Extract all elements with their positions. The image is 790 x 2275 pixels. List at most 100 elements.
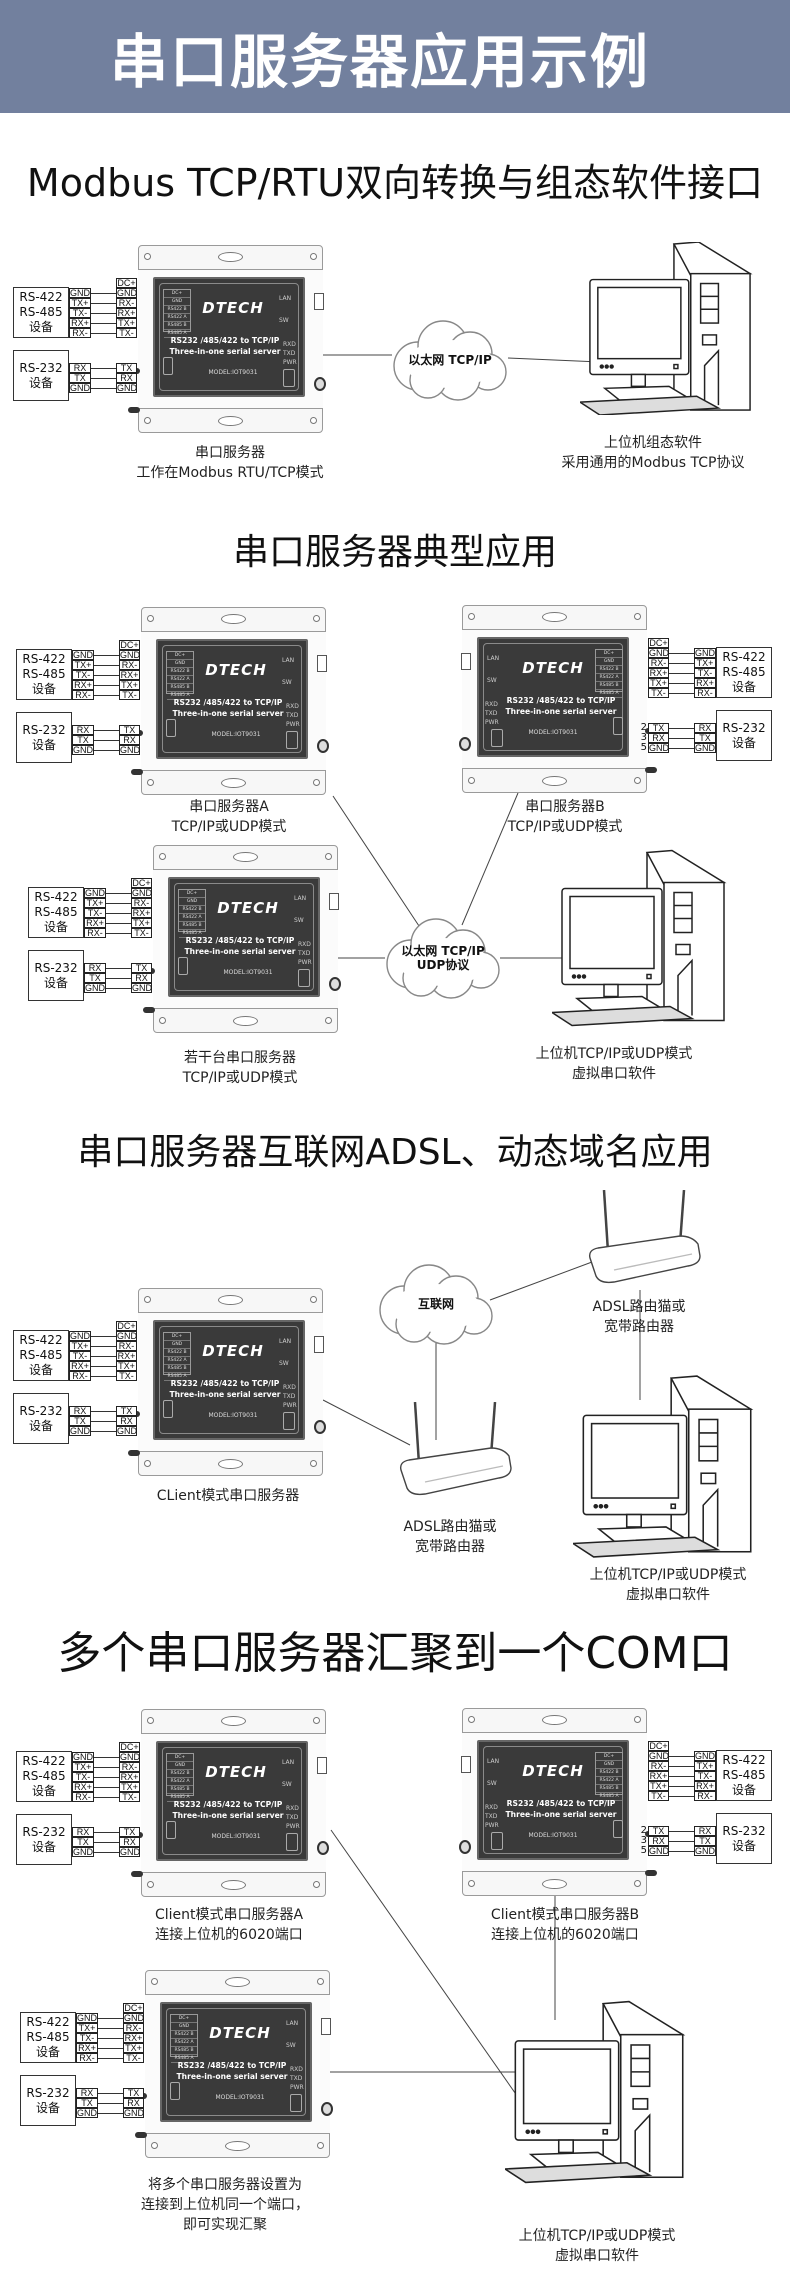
device-terminal: GND bbox=[648, 648, 669, 658]
external-terminal: TX+ bbox=[72, 660, 94, 670]
external-rs232-terminal: GND bbox=[694, 1846, 716, 1856]
caption-line: 虚拟串口软件 bbox=[555, 2248, 639, 2264]
db9-pin-number: 3 bbox=[640, 1835, 647, 1846]
device-rs232-terminal: GND bbox=[131, 983, 152, 993]
antenna-stub-icon bbox=[645, 767, 657, 773]
cloud-text: 以太网 TCP/IP bbox=[408, 353, 492, 367]
wire bbox=[669, 1786, 694, 1787]
device-rs232-terminal: RX bbox=[119, 735, 140, 745]
rs485-device-label: RS-422 bbox=[19, 1333, 63, 1347]
mount-hole-icon bbox=[634, 1716, 641, 1723]
device-terminal: TX- bbox=[131, 928, 152, 938]
external-rs232-terminal: TX bbox=[69, 1416, 91, 1426]
status-led-label: TXD bbox=[286, 712, 299, 719]
led-label-lan: LAN bbox=[294, 895, 307, 902]
keyhole-icon bbox=[218, 1459, 243, 1469]
device-rs232-terminal: TX bbox=[116, 1406, 137, 1416]
router-bottom-caption: ADSL路由猫或宽带路由器 bbox=[403, 1517, 496, 1557]
panel-terminal-label: RS485 B bbox=[596, 682, 622, 690]
mount-hole-icon bbox=[325, 853, 332, 860]
db9-pin-number: 3 bbox=[640, 732, 647, 743]
power-jack-icon bbox=[317, 739, 329, 753]
mount-hole-icon bbox=[634, 613, 641, 620]
panel-inner-border bbox=[159, 1326, 299, 1434]
panel-inner-border bbox=[159, 283, 299, 391]
rs485-device-label: 设备 bbox=[35, 2045, 60, 2059]
rs232-device-label: 设备 bbox=[35, 2100, 60, 2115]
panel-text-line1: RS232 /485/422 to TCP/IP bbox=[173, 1800, 283, 1809]
external-rs232-terminal: RX bbox=[69, 363, 91, 373]
model-label: MODEL:IOT9031 bbox=[211, 731, 261, 738]
device-terminal: TX+ bbox=[119, 1782, 140, 1792]
device-terminal: GND bbox=[131, 888, 152, 898]
keyhole-icon bbox=[542, 612, 567, 622]
external-rs232-terminal: GND bbox=[72, 1847, 94, 1857]
device-terminal: RX- bbox=[648, 658, 669, 668]
panel-terminal-label: RS485 B bbox=[179, 922, 205, 930]
panel-terminal-label: RS485 A bbox=[171, 2055, 197, 2063]
device-terminal: RX+ bbox=[131, 908, 152, 918]
panel-terminal-label: RS422 A bbox=[179, 914, 205, 922]
status-led-label: PWR bbox=[298, 959, 312, 966]
panel-terminal-label: DC+ bbox=[171, 2015, 197, 2023]
pc-caption: 上位机TCP/IP或UDP模式虚拟串口软件 bbox=[536, 1044, 693, 1084]
wire bbox=[94, 1852, 119, 1853]
panel-text-line2: Three-in-one serial server bbox=[505, 707, 617, 716]
wire bbox=[106, 978, 131, 979]
caption-line: TCP/IP或UDP模式 bbox=[507, 819, 623, 835]
external-rs232-terminal: GND bbox=[72, 745, 94, 755]
keyhole-icon bbox=[542, 1879, 567, 1889]
wire bbox=[669, 693, 694, 694]
wire bbox=[106, 968, 131, 969]
panel-terminal-label: DC+ bbox=[164, 1333, 190, 1341]
lan-port-icon bbox=[317, 655, 327, 672]
external-terminal: RX+ bbox=[69, 1361, 91, 1371]
caption-line: TCP/IP或UDP模式 bbox=[182, 1070, 298, 1086]
caption-line: 采用通用的Modbus TCP协议 bbox=[561, 455, 745, 471]
device-terminal: TX- bbox=[119, 1792, 140, 1802]
panel-text-line1: RS232 /485/422 to TCP/IP bbox=[173, 698, 283, 707]
led-label-sw: SW bbox=[279, 1360, 289, 1367]
dip-switch-icon bbox=[298, 969, 310, 987]
status-led-label: PWR bbox=[485, 1822, 499, 1829]
caption-line: 工作在Modbus RTU/TCP模式 bbox=[136, 465, 324, 481]
panel-terminal-label: GND bbox=[596, 1761, 622, 1769]
rs485-device-label: RS-422 bbox=[22, 1754, 66, 1768]
device-terminal: TX- bbox=[116, 1371, 137, 1381]
wire bbox=[91, 1346, 116, 1347]
keyhole-icon bbox=[542, 1715, 567, 1725]
panel-inner-border bbox=[166, 2008, 306, 2116]
external-terminal: TX+ bbox=[694, 658, 716, 668]
keyhole-icon bbox=[221, 778, 246, 788]
wire bbox=[106, 988, 131, 989]
panel-text-line1: RS232 /485/422 to TCP/IP bbox=[170, 1379, 280, 1388]
external-terminal: TX- bbox=[69, 1351, 91, 1361]
external-terminal: RX- bbox=[69, 1371, 91, 1381]
external-terminal: TX+ bbox=[69, 1341, 91, 1351]
status-led-label: TXD bbox=[283, 350, 296, 357]
wire bbox=[94, 1832, 119, 1833]
panel-terminal-label: RS422 A bbox=[171, 2039, 197, 2047]
wire bbox=[669, 1841, 694, 1842]
status-led-label: TXD bbox=[286, 1814, 299, 1821]
ethernet-cloud-label: 以太网 TCP/IP bbox=[388, 318, 512, 402]
pc-caption: 上位机TCP/IP或UDP模式虚拟串口软件 bbox=[519, 2226, 676, 2266]
wire bbox=[669, 673, 694, 674]
external-terminal: TX- bbox=[69, 308, 91, 318]
section-title-com-aggregation: 多个串口服务器汇聚到一个COM口 bbox=[57, 1628, 733, 1679]
connection-line bbox=[507, 357, 601, 363]
panel-terminal-label: RS422 A bbox=[167, 676, 193, 684]
status-led-label: PWR bbox=[283, 359, 297, 366]
lan-port-icon bbox=[321, 2018, 331, 2035]
wire bbox=[669, 1831, 694, 1832]
lan-port-icon bbox=[314, 293, 324, 310]
adsl-router-top-icon bbox=[588, 1190, 701, 1284]
wire bbox=[94, 730, 119, 731]
caption-line: 虚拟串口软件 bbox=[626, 1587, 710, 1603]
device-rs232-terminal: TX bbox=[648, 1826, 669, 1836]
